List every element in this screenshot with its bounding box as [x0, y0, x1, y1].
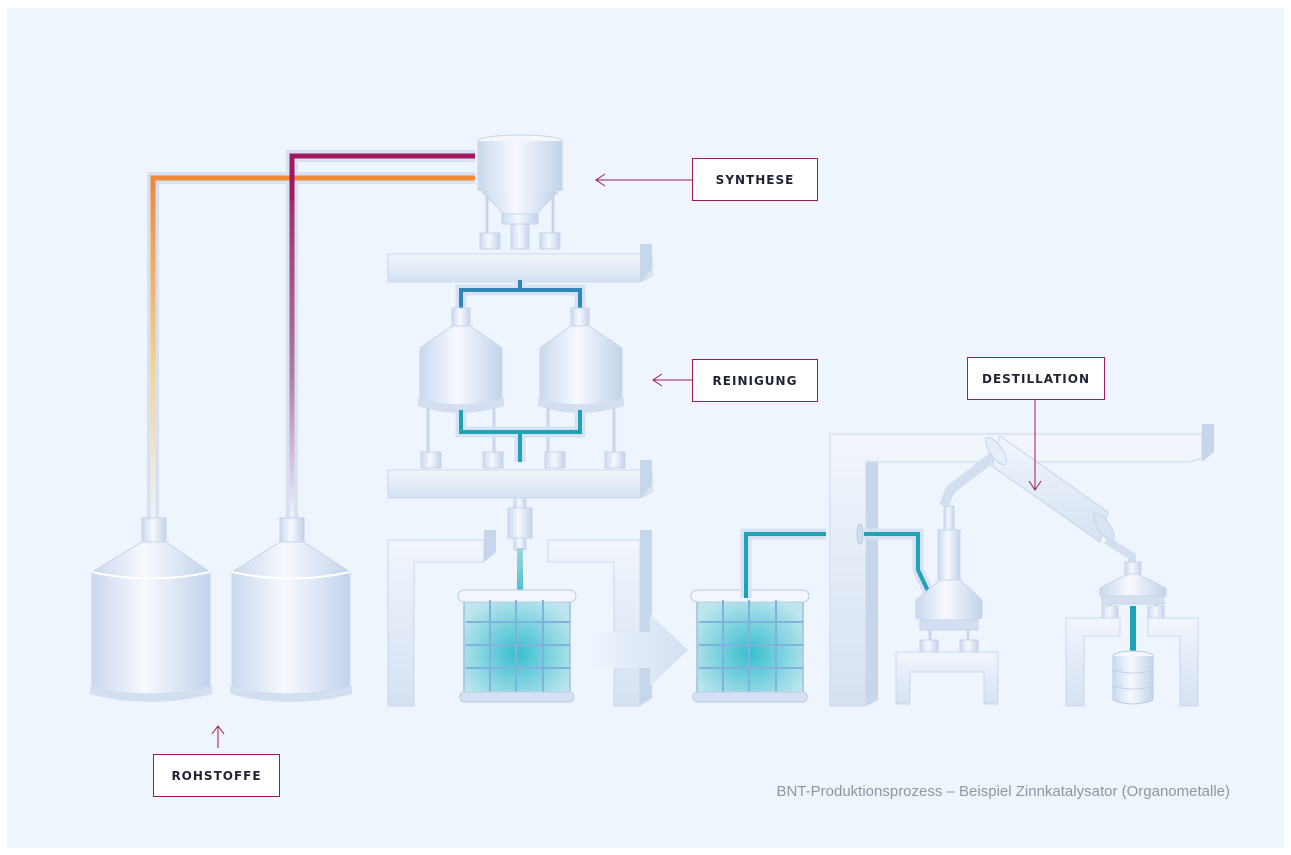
platform-lower: [387, 460, 653, 499]
orange-feed-pipe-top: [150, 175, 475, 190]
synthesis-reactor: [477, 134, 563, 250]
purification-vessel-2: [538, 307, 624, 455]
receiver-vessel: [1099, 561, 1167, 656]
ibc-tank-1: [457, 589, 577, 703]
transfer-arrow: [590, 614, 688, 686]
label-synthese: SYNTHESE: [692, 158, 818, 201]
diagram-background: [7, 8, 1284, 848]
receiver-stand: [1065, 617, 1199, 707]
distillation-column: [915, 446, 1006, 655]
wall-feedthrough: [856, 523, 864, 545]
teal-transfer-pipe: [744, 532, 932, 598]
column-stand: [895, 651, 999, 705]
magenta-feed-pipe-top: [289, 153, 475, 200]
platform-upper: [387, 244, 653, 283]
purification-vessel-1: [418, 307, 504, 455]
label-reinigung: REINIGUNG: [692, 359, 818, 402]
product-drum: [1112, 650, 1154, 705]
label-pointers: [211, 173, 1042, 748]
filling-nozzle: [507, 497, 533, 598]
raw-material-silo-1: [90, 517, 212, 702]
platform-lower-feet: [420, 451, 626, 469]
label-rohstoffe: ROHSTOFFE: [153, 754, 280, 797]
label-destillation: DESTILLATION: [967, 357, 1105, 400]
raw-material-silo-2: [230, 517, 352, 702]
distillation-gantry: [829, 424, 1214, 707]
teal-collection-pipe: [459, 410, 582, 462]
ibc-tank-2: [690, 589, 810, 703]
diagram-caption: BNT-Produktionsprozess – Beispiel Zinnka…: [776, 783, 1230, 800]
blue-pipe-line: [459, 280, 582, 308]
frame-left: [387, 530, 496, 707]
